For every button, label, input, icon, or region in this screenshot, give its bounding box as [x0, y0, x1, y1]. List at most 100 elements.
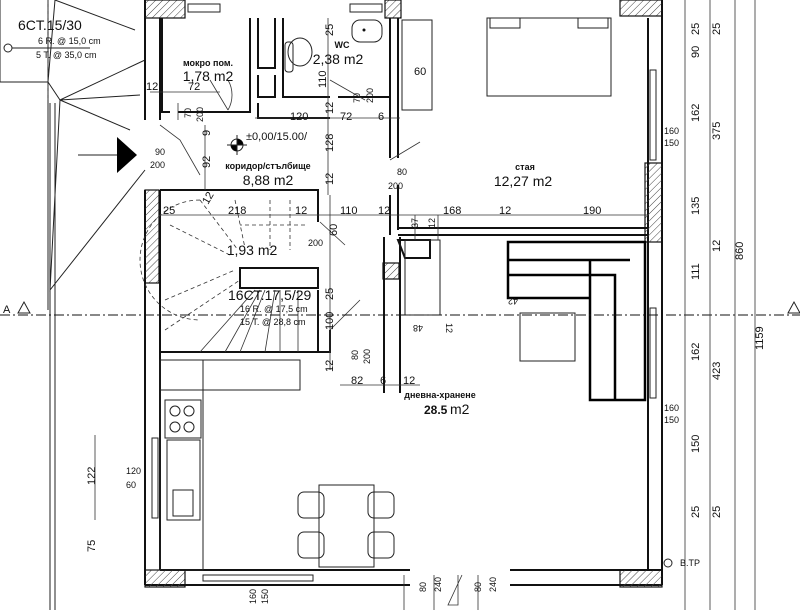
dim-label: 1159	[754, 326, 766, 350]
stair-title: 16CT.17,5/29	[228, 287, 311, 303]
dim-label: 240	[433, 577, 443, 592]
column	[144, 0, 186, 19]
room-name-corridor: коридор/стълбище	[225, 161, 310, 171]
dim-label: 423	[711, 362, 723, 380]
dim-label: 200	[195, 107, 205, 122]
exterior-walls	[49, 0, 663, 610]
dim-label: 80	[473, 582, 483, 592]
column	[644, 162, 663, 243]
dim-label: 218	[228, 205, 246, 217]
column	[382, 262, 400, 280]
dim-label: 12	[146, 81, 158, 93]
room-name-bedroom: стая	[515, 162, 535, 172]
fireplace	[404, 239, 441, 316]
dim-label: 80	[397, 167, 407, 177]
exterior-stair: 6CT.15/30 6 R. @ 15,0 cm 5 T. @ 35,0 cm	[0, 0, 146, 310]
dim-label: 82	[351, 375, 363, 387]
dim-label: 12	[403, 375, 415, 387]
coffee-table	[519, 312, 576, 362]
dim-label: 128	[324, 134, 336, 152]
dim-label: 120	[290, 111, 308, 123]
washbasin-icon	[351, 19, 383, 43]
dim-label: 150	[664, 415, 679, 425]
dim-label: 25	[690, 506, 702, 518]
dining-table	[318, 484, 375, 568]
dim-label: 12	[295, 205, 307, 217]
dim-label: 162	[690, 104, 702, 122]
dim-label: 160	[664, 403, 679, 413]
dim-label: 75	[86, 540, 98, 552]
column	[384, 0, 402, 19]
room-area-living: 28.5	[424, 403, 448, 417]
dim-label: 375	[711, 122, 723, 140]
dim-label: 90	[690, 46, 702, 58]
level-value: ±0,00/15.00/	[246, 131, 308, 143]
dim-label: 150	[690, 435, 702, 453]
dim-label: 122	[86, 467, 98, 485]
dim-label: 200	[362, 349, 372, 364]
fixtures	[159, 17, 647, 571]
dim-label: 70	[183, 108, 193, 118]
level-mark-icon	[227, 135, 247, 155]
dimension-lines	[94, 0, 756, 610]
column	[144, 189, 160, 284]
dim-label: 25	[690, 23, 702, 35]
dim-label: 60	[414, 66, 426, 78]
dim-label: 25	[324, 288, 336, 300]
dim-label: 12	[444, 323, 454, 333]
dim-label: 200	[388, 181, 403, 191]
room-name-wc: WC	[335, 40, 350, 50]
corner-sofa	[506, 240, 647, 402]
room-area-corridor: 8,88 m2	[243, 172, 294, 188]
dim-label: 135	[690, 197, 702, 215]
doors	[159, 79, 479, 610]
dim-label: 100	[324, 312, 336, 330]
section-mark-label: A	[3, 304, 11, 316]
ext-stair-treads: 5 T. @ 35,0 cm	[36, 50, 97, 60]
dim-label: 240	[488, 577, 498, 592]
dim-label: 110	[317, 70, 329, 88]
dim-label: 190	[583, 205, 601, 217]
stair-treads: 15 T. @ 28,8 cm	[240, 317, 306, 327]
dim-label: 200	[365, 88, 375, 103]
room-area-unit-living: m2	[450, 401, 470, 417]
dim-label: 111	[690, 263, 702, 280]
dim-label: 160	[664, 126, 679, 136]
kitchen-counter	[159, 359, 204, 571]
dim-label: 12	[378, 205, 390, 217]
dim-label: 12	[324, 360, 336, 372]
dim-label: 150	[664, 138, 679, 148]
dim-label: 60	[328, 224, 340, 236]
section-triangle-icon	[17, 300, 31, 314]
dim-label: 92	[201, 156, 213, 168]
kitchen-counter-top	[159, 359, 301, 391]
interior-stair	[139, 199, 305, 353]
dim-label: 9	[201, 130, 213, 136]
room-name-living: дневна-хранене	[404, 390, 476, 400]
dim-label: 80	[350, 350, 360, 360]
dim-label: 200	[308, 238, 323, 248]
bed	[486, 17, 612, 97]
drain-icon	[663, 558, 673, 568]
dim-label: 12	[427, 218, 437, 228]
dim-label: 25	[711, 23, 723, 35]
dim-label: 12	[200, 190, 217, 207]
dim-label: 6	[380, 375, 386, 387]
room-area-wc: 2,38 m2	[313, 51, 364, 67]
dim-label: 160	[248, 589, 258, 604]
dim-label: 168	[443, 205, 461, 217]
dimension-labels: 12 72 70 200 9 92 90 200 120 72 6 12 128…	[86, 23, 766, 604]
entrance-arrow-icon	[78, 137, 137, 173]
dim-label: 12	[711, 240, 723, 252]
chair	[367, 531, 395, 559]
dim-label: 12	[324, 173, 336, 185]
column	[619, 569, 663, 588]
room-area-bedroom: 12,27 m2	[494, 173, 553, 189]
column	[144, 569, 186, 588]
room-area-stair: 1,93 m2	[227, 242, 278, 258]
wardrobe	[401, 19, 433, 111]
dim-label: 25	[324, 24, 336, 36]
dim-label: 120	[126, 466, 141, 476]
room-area-wet: 1,78 m2	[183, 68, 234, 84]
